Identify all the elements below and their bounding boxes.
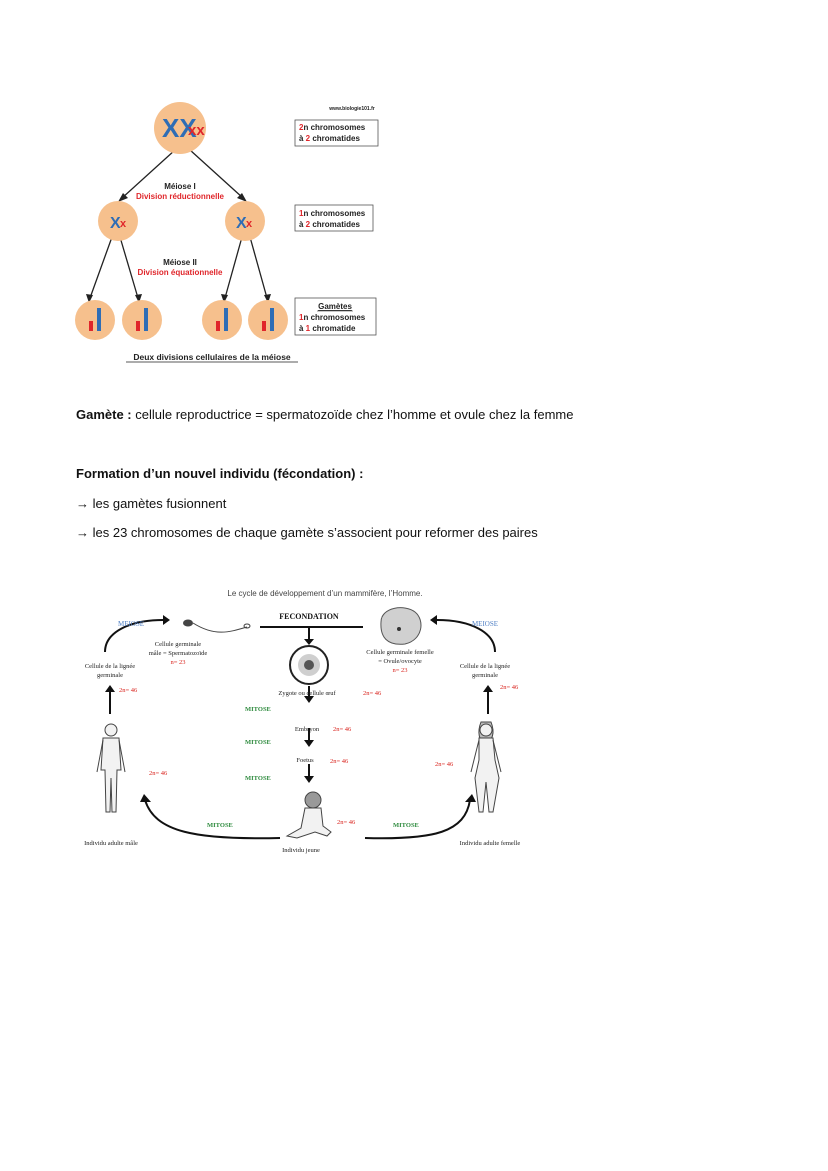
meiose1-label: Méiose I — [164, 182, 196, 191]
box-1n-chromosomes: 1n chromosomes à 2 chromatides — [294, 204, 374, 232]
young-2n: 2n= 46 — [337, 819, 356, 826]
svg-text:x: x — [120, 218, 127, 230]
male-lignee-label: Cellule de la lignée — [85, 663, 135, 670]
gamete-definition: Gamète : cellule reproductrice = spermat… — [76, 407, 574, 422]
young-label: Individu jeune — [282, 847, 320, 854]
svg-text:X: X — [236, 215, 247, 232]
fecondation-arrows — [104, 619, 496, 840]
meiose-label-left: MEIOSE — [118, 620, 144, 628]
meiose-label-right: MEIOSE — [472, 620, 498, 628]
adult-female-label: Individu adulte femelle — [460, 840, 521, 847]
mitose-label-3: MITOSE — [245, 775, 271, 782]
adult-female-figure — [470, 721, 502, 813]
svg-text:Gamètes: Gamètes — [318, 302, 352, 311]
male-n-label: n= 23 — [170, 659, 185, 666]
female-lignee-label: Cellule de la lignée — [460, 663, 510, 670]
zygote-cell — [289, 645, 329, 685]
mitose-label-1: MITOSE — [245, 706, 271, 713]
gamete-cell — [202, 300, 242, 340]
sperm-cell — [183, 619, 251, 633]
male-germ-label: Cellule germinale — [155, 641, 202, 648]
meiosis-arrows — [89, 149, 268, 299]
svg-text:à 2 chromatides: à 2 chromatides — [299, 134, 360, 143]
mitose-label-left: MITOSE — [207, 822, 233, 829]
male-lignee-label-2: germinale — [97, 672, 123, 679]
gamete-term: Gamète : — [76, 407, 132, 422]
haploid-cell-left: X x — [98, 201, 138, 241]
svg-text:XX: XX — [162, 113, 197, 143]
mitose-label-2: MITOSE — [245, 739, 271, 746]
formation-title: Formation d’un nouvel individu (fécondat… — [76, 466, 364, 481]
diploid-cell: XX xx — [154, 102, 206, 154]
meiose2-sublabel: Division équationnelle — [138, 268, 223, 277]
foetus-label: Foetus — [296, 757, 314, 764]
svg-text:1n chromosomes: 1n chromosomes — [299, 313, 366, 322]
life-cycle-diagram: Le cycle de développement d’un mammifère… — [84, 589, 521, 854]
svg-text:1n chromosomes: 1n chromosomes — [299, 209, 366, 218]
embryon-label: Embryon — [295, 726, 320, 733]
box-gametes: Gamètes 1n chromosomes à 1 chromatide — [294, 297, 377, 336]
cycle-title: Le cycle de développement d’un mammifère… — [227, 589, 422, 598]
meiosis-diagram: XX xx X x X x Méiose I Division réductio… — [75, 102, 379, 363]
bullet-fusion: → les gamètes fusionnent — [76, 496, 227, 511]
meiosis-caption: Deux divisions cellulaires de la méiose — [133, 352, 291, 362]
zygote-label: Zygote ou cellule œuf — [278, 690, 336, 697]
female-germ-label: Cellule germinale femelle — [366, 649, 434, 656]
ovum-cell — [380, 607, 422, 645]
gamete-definition-text: cellule reproductrice = spermatozoïde ch… — [131, 407, 574, 422]
box-2n-chromosomes: 2n chromosomes à 2 chromatides — [294, 119, 379, 147]
foetus-2n: 2n= 46 — [330, 758, 349, 765]
meiosis-arrowheads — [86, 193, 271, 303]
meiose2-label: Méiose II — [163, 258, 197, 267]
male-germ-label-2: mâle = Spermatozoïde — [149, 650, 208, 657]
male-lignee-2n: 2n= 46 — [119, 687, 138, 694]
gamete-cell — [248, 300, 288, 340]
adult-male-figure — [96, 723, 126, 813]
svg-text:à 2 chromatides: à 2 chromatides — [299, 220, 360, 229]
male-adult-2n: 2n= 46 — [149, 770, 168, 777]
svg-text:x: x — [246, 218, 253, 230]
svg-text:2n chromosomes: 2n chromosomes — [299, 123, 366, 132]
female-adult-2n: 2n= 46 — [435, 761, 454, 768]
gamete-cell — [122, 300, 162, 340]
fecondation-label: FECONDATION — [279, 612, 339, 621]
embryon-2n: 2n= 46 — [333, 726, 352, 733]
bullet-pairs: → les 23 chromosomes de chaque gamète s’… — [76, 525, 538, 540]
svg-text:à 1 chromatide: à 1 chromatide — [299, 324, 356, 333]
svg-text:X: X — [110, 215, 121, 232]
female-germ-label-2: = Ovule/ovocyte — [378, 658, 422, 665]
gamete-cell — [75, 300, 115, 340]
source-site: www.biologie101.fr — [328, 106, 374, 112]
svg-text:xx: xx — [188, 122, 205, 139]
haploid-cell-right: X x — [225, 201, 265, 241]
adult-male-label: Individu adulte mâle — [84, 840, 138, 847]
zygote-2n: 2n= 46 — [363, 690, 382, 697]
female-n-label: n= 23 — [392, 667, 407, 674]
female-lignee-label-2: germinale — [472, 672, 498, 679]
meiose1-sublabel: Division réductionnelle — [136, 192, 225, 201]
mitose-label-right: MITOSE — [393, 822, 419, 829]
female-lignee-2n: 2n= 46 — [500, 684, 519, 691]
cycle-arrowheads — [105, 615, 493, 802]
baby-figure — [285, 791, 332, 839]
